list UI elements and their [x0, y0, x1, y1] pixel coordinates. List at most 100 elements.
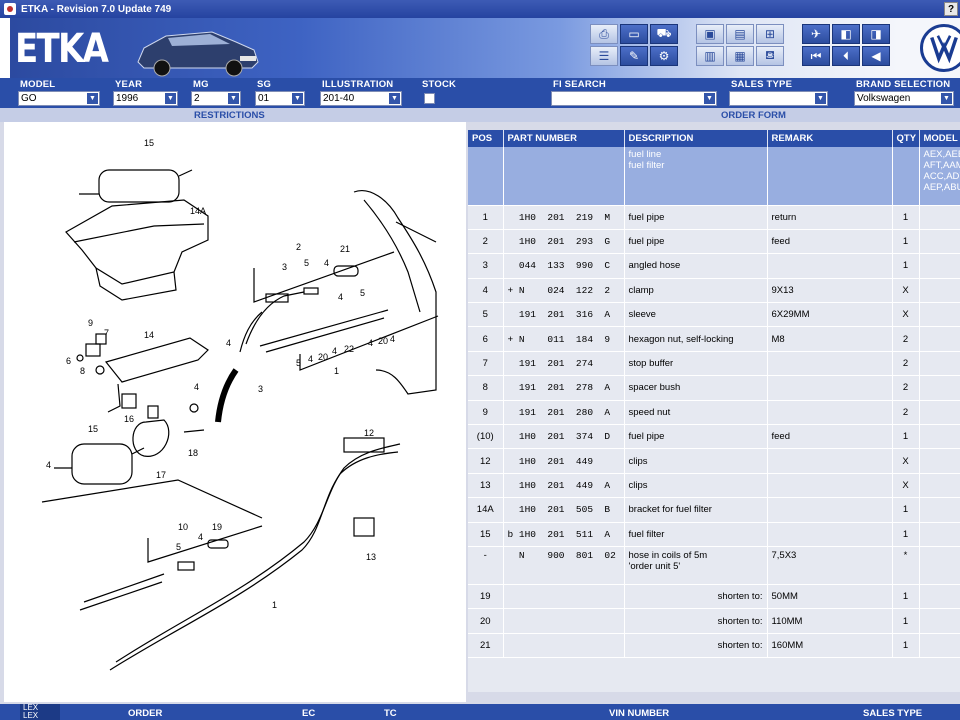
chevron-down-icon[interactable]: ▼ [292, 93, 303, 104]
sales-type-button[interactable]: SALES TYPE [863, 708, 923, 719]
chevron-down-icon[interactable]: ▼ [87, 93, 98, 104]
cell-part-number: + N 024 122 2 [503, 278, 625, 304]
order-button[interactable]: ORDER [128, 708, 163, 719]
header-remark[interactable]: REMARK [767, 130, 893, 147]
first-icon[interactable]: ⏮ [802, 46, 830, 66]
cell-description: clips [624, 448, 768, 474]
pin-icon[interactable]: ✈ [802, 24, 830, 44]
cell-part-number: 1H0 201 449 A [503, 473, 625, 499]
service-icon[interactable]: ⚙ [650, 46, 678, 66]
list-icon[interactable]: ☰ [590, 46, 618, 66]
illustration-label: ILLUSTRATION [322, 79, 394, 90]
cell [892, 147, 920, 206]
brand-select[interactable]: Volkswagen▼ [854, 91, 954, 106]
cell-model [919, 584, 960, 610]
cell-remark: feed [767, 424, 893, 450]
cell-pos: (10) [468, 424, 504, 450]
cell-remark: 160MM [767, 633, 893, 659]
cell-qty: 2 [892, 400, 920, 426]
fuel-line-diagram[interactable]: 15 14A 2 3 5 4 21 4 5 9 7 14 6 8 4 5 4 2… [4, 122, 466, 702]
desc-line: fuel filter [628, 160, 665, 171]
order-form-link[interactable]: ORDER FORM [721, 110, 786, 121]
chevron-down-icon[interactable]: ▼ [228, 93, 239, 104]
cell-part-number: 191 201 280 A [503, 400, 625, 426]
cart-icon[interactable]: ⊞ [756, 24, 784, 44]
vehicle-icon[interactable]: ▦ [726, 46, 754, 66]
chevron-down-icon[interactable]: ▼ [165, 93, 176, 104]
chevron-down-icon[interactable]: ▼ [815, 93, 826, 104]
vw-logo-icon [920, 24, 960, 72]
shopping-cart-icon[interactable]: ⛾ [756, 46, 784, 66]
chevron-down-icon[interactable]: ▼ [389, 93, 400, 104]
year-select[interactable]: 1996▼ [113, 91, 178, 106]
page-back-icon[interactable]: ◧ [832, 24, 860, 44]
ec-button[interactable]: EC [302, 708, 316, 719]
page-forward-icon[interactable]: ◨ [862, 24, 890, 44]
parts-table-container[interactable]: POS PART NUMBER DESCRIPTION REMARK QTY M… [468, 130, 960, 692]
print-icon[interactable]: ⎙ [590, 24, 618, 44]
previous-icon[interactable]: ⏴ [832, 46, 860, 66]
model-select[interactable]: GO▼ [18, 91, 100, 106]
back-icon[interactable]: ◀ [862, 46, 890, 66]
header-part-number[interactable]: PART NUMBER [503, 130, 625, 147]
header-qty[interactable]: QTY [892, 130, 920, 147]
header-model[interactable]: MODEL [919, 130, 960, 147]
parts-illustration[interactable]: 15 14A 2 3 5 4 21 4 5 9 7 14 6 8 4 5 4 2… [4, 122, 466, 702]
cell-model [919, 253, 960, 279]
chevron-down-icon[interactable]: ▼ [704, 93, 715, 104]
cell-remark: M8 [767, 326, 893, 352]
monitor-icon[interactable]: ▭ [620, 24, 648, 44]
header-description[interactable]: DESCRIPTION [624, 130, 768, 147]
cell-remark [767, 375, 893, 401]
stock-checkbox[interactable] [424, 93, 435, 104]
sg-select[interactable]: 01▼ [255, 91, 305, 106]
cell-part-number: N 900 801 02 [503, 546, 625, 585]
computer-icon[interactable]: ▥ [696, 46, 724, 66]
cell-qty: * [892, 546, 920, 585]
header-pos[interactable]: POS [468, 130, 504, 147]
tc-button[interactable]: TC [384, 708, 397, 719]
sales-type-select[interactable]: ▼ [729, 91, 828, 106]
cell-qty: 1 [892, 497, 920, 523]
illustration-select[interactable]: 201-40▼ [320, 91, 402, 106]
cell-part-number [503, 584, 625, 610]
cell-part-number: 1H0 201 374 D [503, 424, 625, 450]
callout-12: 12 [364, 428, 374, 438]
depot-icon[interactable]: ▤ [726, 24, 754, 44]
chevron-down-icon[interactable]: ▼ [941, 93, 952, 104]
callout-4-mid3: 4 [332, 346, 337, 356]
field-inputs: GO▼ 1996▼ 2▼ 01▼ 201-40▼ ▼ ▼ Volkswagen▼ [0, 90, 960, 108]
fi-search-select[interactable]: ▼ [551, 91, 717, 106]
vin-number-button[interactable]: VIN NUMBER [609, 708, 670, 719]
restrictions-link[interactable]: RESTRICTIONS [194, 110, 265, 121]
help-button[interactable]: ? [944, 2, 958, 16]
car-icon[interactable]: ⛟ [650, 24, 678, 44]
cell-part-number: 191 201 274 [503, 351, 625, 377]
cell-pos: 19 [468, 584, 504, 610]
mg-select[interactable]: 2▼ [191, 91, 241, 106]
elsa-icon[interactable]: ▣ [696, 24, 724, 44]
cell-part-number [503, 633, 625, 659]
edit-icon[interactable]: ✎ [620, 46, 648, 66]
callout-4-bottom2: 4 [198, 532, 203, 542]
table-row[interactable]: - N 900 801 02 hose in coils of 5m'order… [468, 546, 960, 585]
